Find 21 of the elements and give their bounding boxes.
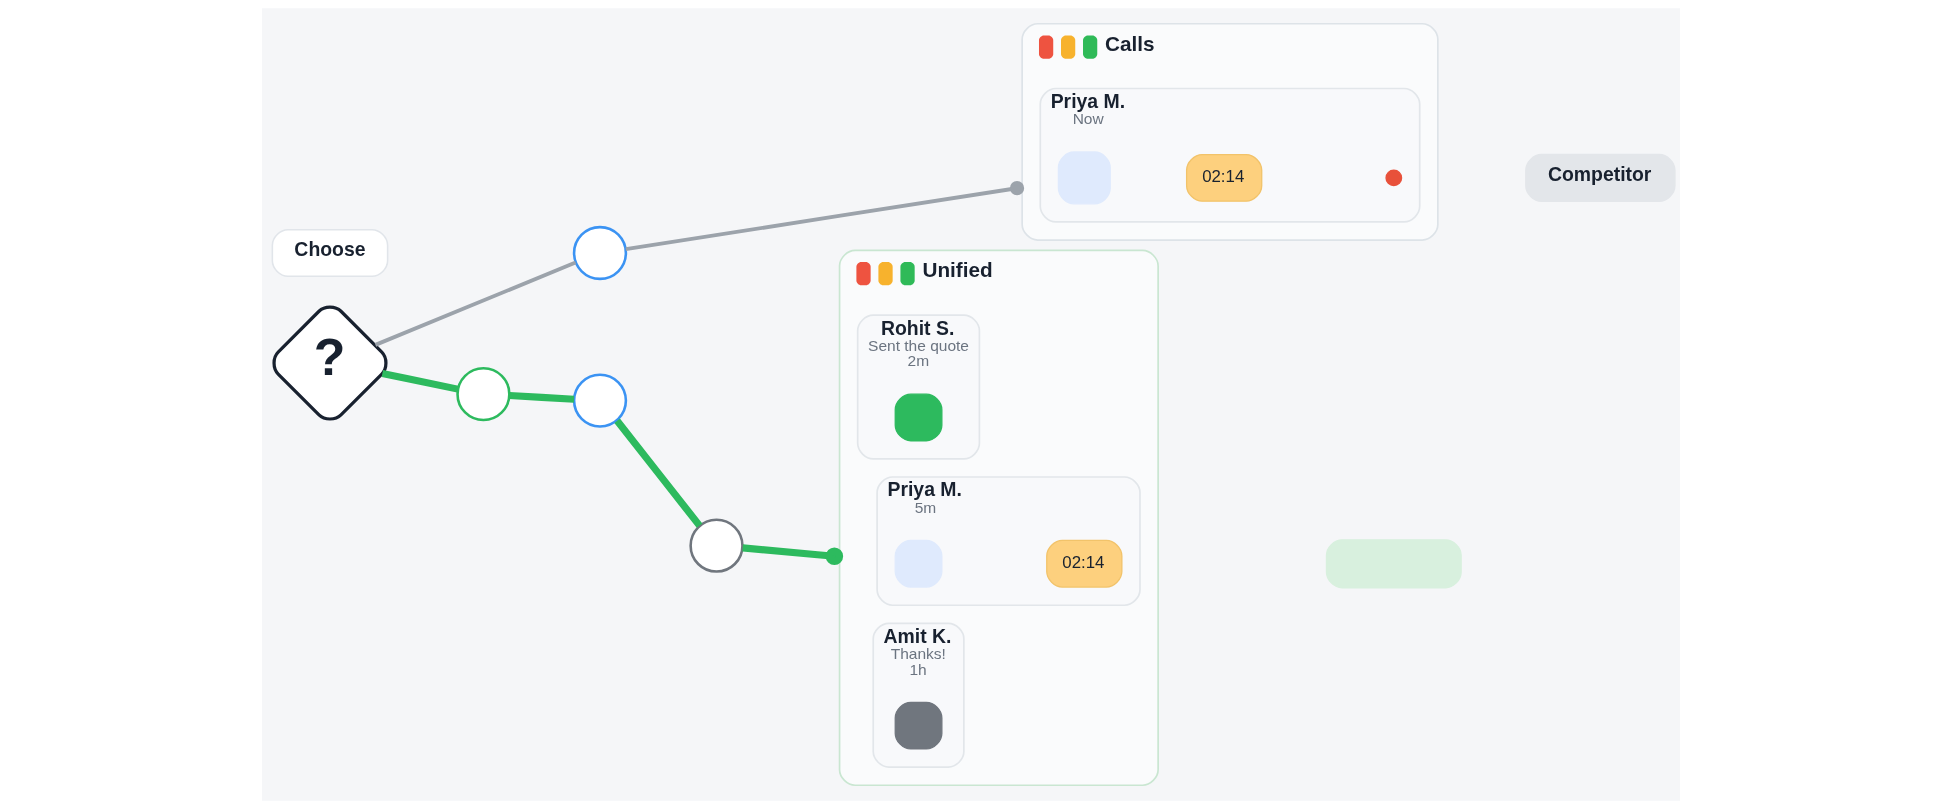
node-circle [1385,169,1403,187]
node-box [1057,151,1111,205]
cluster: Amit K. Thanks! 1h [872,622,965,768]
connector [742,544,844,565]
node-circle [689,518,744,573]
node-box: 02:14 [1046,539,1123,588]
connector [614,418,703,528]
connector [381,370,459,393]
connector [509,392,575,403]
node-box: Choose [271,228,389,278]
cluster: Rohit S. Sent the quote 2m [856,314,981,460]
node-box [1325,539,1462,589]
node-box [894,701,943,750]
connector [374,260,577,347]
node-box [894,393,943,442]
node-circle [456,366,511,422]
connector [625,181,1025,252]
node-circle [572,373,628,428]
node-circle [572,225,628,281]
node-box: 02:14 [1185,153,1263,202]
node-box [894,539,943,588]
